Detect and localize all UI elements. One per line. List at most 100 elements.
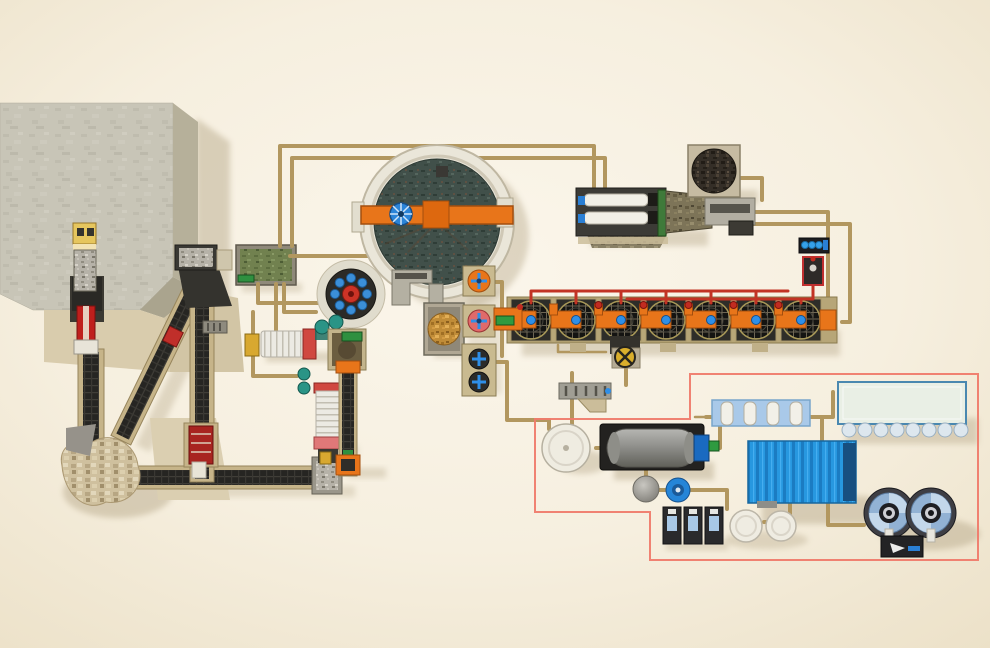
- pipe-under-row: [556, 343, 608, 354]
- transfer-pump-dot: [675, 487, 681, 493]
- magsep-roller-1: [583, 193, 649, 207]
- screen-platform: [178, 266, 232, 308]
- coolingbank-inner: [842, 386, 962, 420]
- truck-bed-load: [73, 249, 97, 292]
- conecrusher-spring-6: [334, 277, 345, 288]
- screen-step: [216, 249, 233, 271]
- section-highlight-outline: [534, 373, 979, 561]
- truck-window-2: [87, 228, 94, 236]
- coolingbank-cyl-2: [857, 422, 873, 438]
- conecrusher-spring-7: [346, 273, 356, 283]
- thickener-hub-center: [398, 211, 404, 217]
- flotation-valve-5: [774, 301, 783, 309]
- flotation-cell1-rotor: [526, 315, 536, 325]
- stacker-tail-panel: [66, 424, 96, 456]
- pipe-pump3-tank: [493, 360, 551, 431]
- flotation-cell4-rotor: [661, 315, 671, 325]
- conecrusher-spring-3: [346, 305, 356, 315]
- flotation-feed-motor: [495, 315, 515, 326]
- pipe-pond-a: [256, 282, 338, 305]
- conecrusher-spring-8: [357, 277, 368, 288]
- elevator-shadow: [348, 468, 386, 478]
- coolingbank-body: [837, 381, 967, 425]
- sump-tank-dark: [338, 341, 356, 359]
- filterpress-foot: [757, 501, 777, 508]
- flotation-valve-3: [684, 301, 693, 309]
- pump3-impeller: [472, 352, 486, 366]
- vessel-pump: [693, 434, 710, 462]
- coolingbank-cyl-7: [937, 422, 953, 438]
- flotation-cell7-rotor: [796, 315, 806, 325]
- pump2-hub: [476, 318, 482, 324]
- rodmill-motor-2: [297, 381, 311, 395]
- rodmill-band-bottom: [313, 436, 343, 450]
- vessel-cap-right: [684, 432, 696, 464]
- filterpress-head: [843, 443, 856, 501]
- apron-crusher: [44, 310, 170, 372]
- flotation-valve-2: [639, 301, 648, 309]
- cabinet-2-stub: [689, 509, 697, 514]
- conecrusher-spring-5: [330, 289, 340, 299]
- launder-right-box: [728, 220, 754, 236]
- beltfeeder-motor: [605, 388, 611, 394]
- exchanger-element-3: [766, 401, 780, 426]
- disc-1-core: [886, 510, 892, 516]
- pipe-mill-left: [251, 310, 299, 378]
- flotation-cell5-rotor: [706, 315, 716, 325]
- truck-band: [73, 244, 96, 250]
- flotation-shelf-3: [752, 343, 768, 352]
- goldbox-chute: [428, 283, 444, 306]
- cabinet-1-stub: [668, 509, 676, 514]
- flotation-shelf-2: [660, 343, 676, 352]
- coolingbank-cyl-8: [953, 422, 969, 438]
- magsep-roller-2: [583, 211, 649, 225]
- pond-shadow: [242, 283, 302, 292]
- control-cyl-2: [808, 241, 816, 249]
- coolingbank-cyl-4: [889, 422, 905, 438]
- rodmill-motor-1: [297, 367, 311, 381]
- ballmill-motor-2: [328, 314, 344, 330]
- redpipe-manifold-lower: [625, 283, 815, 305]
- exchanger-element-1: [720, 401, 734, 426]
- coolingbank-cyl-6: [921, 422, 937, 438]
- flotation-cell3-rotor: [616, 315, 626, 325]
- conecrusher-spring-1: [362, 289, 372, 299]
- cabinet-3-panel: [709, 516, 719, 531]
- elevator-valve: [343, 450, 353, 456]
- flotation-valve-1: [594, 301, 603, 309]
- beltfeeder-slots: [564, 386, 607, 396]
- coolingbank-cyl-5: [905, 422, 921, 438]
- coolingbank-cyl-1: [841, 422, 857, 438]
- stacker-conveyor-belt: [116, 282, 203, 440]
- elevator-belt: [342, 367, 354, 473]
- conecrusher-spring-2: [357, 300, 368, 311]
- flotation-shelf-1: [570, 343, 586, 352]
- elevator-head: [335, 360, 361, 374]
- launder-left-slot: [395, 273, 427, 279]
- jaw-crusher-stripe: [83, 306, 89, 340]
- sampler-knob: [810, 256, 816, 262]
- cabinets-shadow: [666, 542, 728, 550]
- sump-tank-valve: [341, 331, 363, 342]
- flotation-cell2-rotor: [571, 315, 581, 325]
- ballmill-motor-1: [314, 319, 330, 335]
- rodmill-pump: [319, 451, 332, 465]
- vessel-cap-left: [608, 432, 620, 464]
- goldbox-pile: [427, 312, 461, 346]
- control-cyl-1: [801, 241, 809, 249]
- truck-window-1: [77, 228, 84, 236]
- magsep-bearing-2: [648, 211, 658, 224]
- reagent-tank-ring: [548, 430, 584, 466]
- magsep-cap-2: [578, 214, 585, 223]
- daytank-1-ring: [735, 515, 757, 537]
- daytank-1: [729, 509, 763, 543]
- daytank-2-ring: [771, 516, 791, 536]
- pump1-hub: [476, 278, 482, 284]
- magsep-motor: [657, 189, 667, 237]
- flotation-feed-valve: [517, 304, 523, 310]
- pipe-pond-c: [282, 282, 318, 314]
- reclaim-hopper-gravel: [316, 461, 338, 490]
- pipe-orebin: [738, 176, 764, 202]
- disc-2-core: [928, 510, 934, 516]
